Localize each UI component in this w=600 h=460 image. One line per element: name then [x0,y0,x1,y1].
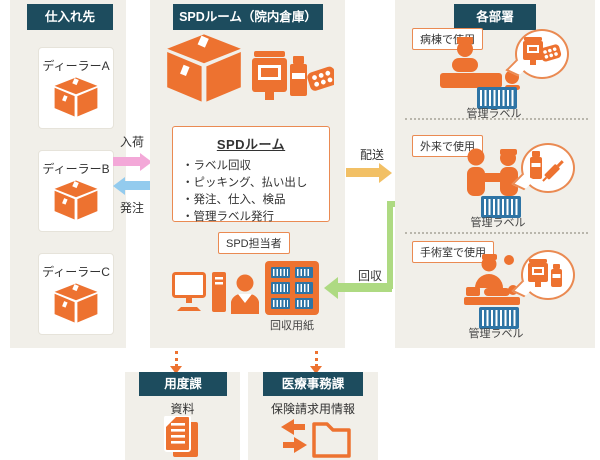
iv-bag-bottle-icon [528,259,562,287]
delivery-label: 配送 [359,148,384,162]
speech-bubble [515,29,569,79]
spd-room-infobox: SPDルーム ・ラベル回収 ・ピッキング、払い出し ・発注、仕入、検品 ・管理ラ… [172,126,330,223]
or-use-badge: 手術室で使用 [412,241,494,263]
box-icon [54,180,98,220]
mini-barcode [294,267,313,279]
mini-barcode [294,297,313,309]
management-label: 管理ラベル [466,108,522,120]
iv-bag-blister-icon [523,37,562,65]
documents-icon [164,416,198,457]
management-label: 管理ラベル [468,328,524,340]
spd-staff-badge: SPD担当者 [218,232,290,254]
dealer-c-card: ディーラーC [38,253,114,335]
incoming-arrow [113,157,140,166]
barcode-icon [477,87,517,109]
medical-affairs-header: 医療事務課 [263,372,363,396]
staff-person-icon [231,274,259,314]
incoming-label: 入荷 [119,135,144,149]
order-label: 発注 [119,201,144,215]
speech-bubble [521,250,575,300]
barcode-icon [479,307,519,329]
documents-label: 資料 [170,402,195,416]
speech-bubble [521,143,575,193]
supplies-dept-header: 用度課 [139,372,227,396]
connector-return-line [387,201,393,289]
outpatient-use-badge: 外来で使用 [412,135,483,157]
handshake-people-icon [467,148,518,196]
infobox-item: ・管理ラベル発行 [182,211,274,223]
folder-transfer-icon [281,419,351,458]
spd-room-header: SPDルーム（院内倉庫） [173,4,323,30]
box-icon [54,77,98,117]
order-arrow [125,181,152,190]
box-icon [54,283,98,323]
dotted-connector [315,351,318,367]
dealer-a-label: ディーラーA [42,59,110,73]
barcode-icon [481,196,521,218]
mini-barcode [271,297,290,309]
infobox-item: ・発注、仕入、検品 [182,194,286,206]
collection-sheet-icon [265,261,319,315]
infobox-title: SPDルーム [216,137,286,152]
collection-sheet-label: 回収用紙 [270,320,314,332]
medical-supplies-icon [252,51,334,100]
arrow-down-icon [310,366,322,374]
mini-barcode [271,282,290,294]
dealer-b-label: ディーラーB [42,162,110,176]
computer-icon [172,272,226,312]
infobox-item: ・ピッキング、払い出し [182,177,308,189]
infobox-item: ・ラベル回収 [182,160,251,172]
departments-header: 各部署 [454,4,536,30]
mini-barcode [271,267,290,279]
suppliers-header: 仕入れ先 [27,4,113,30]
dealer-b-card: ディーラーB [38,150,114,232]
dealer-c-label: ディーラーC [42,265,110,279]
dotted-connector [175,351,178,367]
dealer-a-card: ディーラーA [38,47,114,129]
mini-barcode [294,282,313,294]
collection-label: 回収 [357,269,382,283]
nurse-patient-icon [440,37,520,90]
warehouse-box-icon [167,34,241,102]
section-divider [405,232,588,234]
management-label: 管理ラベル [470,217,526,229]
bottle-syringe-icon [530,151,564,182]
billing-info-label: 保険請求用情報 [270,402,355,416]
surgery-icon [464,254,520,305]
collection-arrow [338,283,392,292]
delivery-arrow [346,168,379,177]
section-divider [405,118,588,120]
arrow-down-icon [170,366,182,374]
